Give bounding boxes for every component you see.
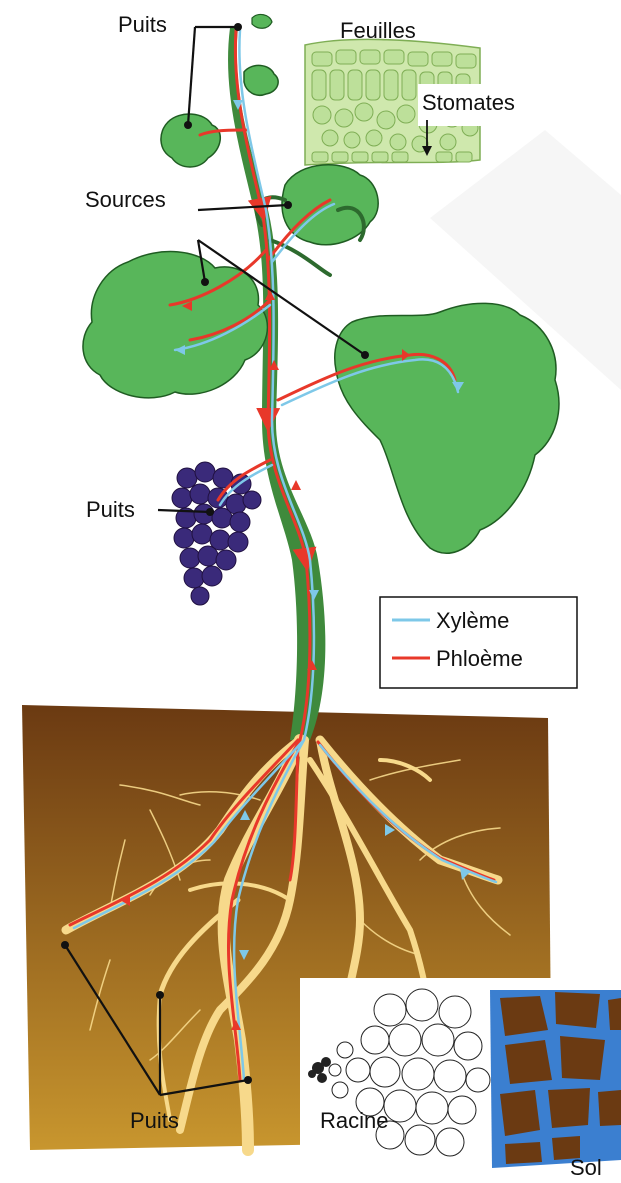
leaf-top-small [161, 15, 278, 167]
root-soil-inset [300, 978, 621, 1183]
label-sol: Sol [570, 1155, 602, 1180]
legend-label-phloem: Phloème [436, 646, 523, 671]
leaf-source-right [335, 303, 559, 553]
legend-label-xylem: Xylème [436, 608, 509, 633]
grape-cluster [172, 462, 261, 605]
label-puits-bottom: Puits [130, 1108, 179, 1133]
label-stomates: Stomates [422, 90, 515, 115]
label-puits-top: Puits [118, 12, 167, 37]
label-racine: Racine [320, 1108, 388, 1133]
legend: Xylème Phloème [380, 597, 577, 688]
label-feuilles: Feuilles [340, 18, 416, 43]
label-sources: Sources [85, 187, 166, 212]
label-puits-grapes: Puits [86, 497, 135, 522]
